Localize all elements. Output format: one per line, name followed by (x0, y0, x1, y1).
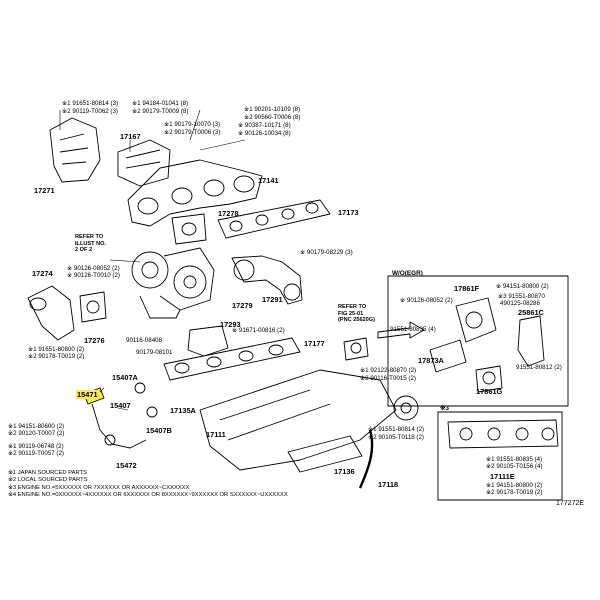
tube-17118 (358, 429, 374, 489)
callout-90119-t0062: ※2 90119-T0062 (3) (62, 108, 118, 115)
refer-illust-line-2: ILLUST NO. (75, 240, 107, 247)
callout-inset-94151-80800: ※1 94151-80800 (2) (486, 482, 543, 489)
part-17167: 17167 (120, 132, 141, 141)
intake-manifold-17111 (199, 369, 397, 471)
gasket-17278 (171, 213, 207, 245)
footnote-2: ※2 LOCAL SOURCED PARTS (8, 477, 88, 483)
callout-91551-80835: 91551-80835 (4) (390, 326, 436, 333)
part-17861g: 17861G (476, 387, 503, 396)
callout-90125-08286: 490125-08286 (500, 300, 540, 307)
callout-90126-08052-egr: ※ 90126-08052 (2) (400, 297, 453, 304)
callout-94184-01041: ※1 94184-01041 (8) (132, 100, 189, 107)
part-15407: 15407 (110, 401, 131, 410)
bracket-25861C (517, 315, 545, 367)
part-17293: 17293 (220, 320, 241, 329)
part-17111: 17111 (206, 430, 226, 439)
refer-illust-note: REFER TO ILLUST NO. 2 OF 2 (75, 234, 106, 254)
refer-fig-line-2: FIG 25-01 (338, 310, 364, 317)
diagram-code: 177272E (556, 500, 585, 507)
part-17276: 17276 (84, 336, 105, 345)
part-17177: 17177 (304, 339, 325, 348)
callout-90387-10171: ※ 90387-10171 (8) (238, 122, 291, 129)
callout-91651-80814: ※1 91651-80814 (3) (62, 100, 119, 107)
callout-90116-08408: 90116-08408 (126, 337, 163, 344)
callout-90179-t0006: ※2 90179-T0006 (3) (164, 129, 221, 136)
callout-91651-80800: ※1 91651-80800 (2) (28, 346, 85, 353)
callout-94151-80800: ※ 94151-80800 (2) (496, 283, 549, 290)
variant-label: W/O(EGR) (392, 270, 423, 277)
gasket-17276 (79, 291, 107, 323)
callout-90201-10109: ※1 90201-10109 (8) (244, 106, 301, 113)
refer-illust-line-1: REFER TO (75, 234, 104, 240)
gasket-17861G (475, 365, 503, 393)
bracket-17293 (187, 325, 229, 357)
callout-90179-t0009: ※2 90179-T0009 (8) (132, 108, 189, 115)
callout-91551-80870: ※3 91551-80870 (498, 293, 545, 300)
callout-inset-91551-80835: ※1 91551-80835 (4) (486, 456, 543, 463)
gasket-17177 (163, 337, 301, 381)
callout-90116-t0015: ※2 90116-T0015 (2) (360, 375, 416, 382)
part-15407a: 15407A (112, 373, 138, 382)
part-17873a: 17873A (418, 356, 444, 365)
refer-illust-line-3: 2 OF 2 (75, 247, 93, 253)
part-15472: 15472 (116, 461, 137, 470)
oil-pipe-15472 (91, 403, 147, 449)
callout-90126-08052: ※ 90126-08052 (2) (67, 265, 120, 272)
callout-90119-06748: ※1 90119-06748 (2) (8, 443, 64, 450)
pipe-17873A (429, 339, 467, 373)
callout-91671-00816: ※ 91671-00816 (2) (232, 327, 285, 334)
exhaust-manifold-17141 (127, 159, 263, 227)
part-17111e: 17111E (490, 472, 515, 481)
heat-insulator-17271 (49, 117, 101, 183)
part-17271: 17271 (34, 186, 55, 195)
refer-fig-line-3: (PNC 25620G) (338, 317, 375, 323)
callout-90126-10034: ※ 90126-10034 (8) (238, 130, 291, 137)
part-17118: 17118 (378, 480, 399, 489)
callout-92122-80870: ※1 92122-80870 (2) (360, 367, 417, 374)
callout-90105-t0118: ※2 90105-T0118 (2) (368, 434, 424, 441)
pipe-17274 (27, 285, 75, 341)
part-17173: 17173 (338, 208, 359, 217)
callout-inset-90178-t0019: ※2 90178-T0019 (2) (486, 489, 543, 496)
part-17861f: 17861F (454, 284, 480, 293)
callout-90120-t0007: ※2 90120-T0007 (2) (8, 430, 65, 437)
part-17141: 17141 (258, 176, 279, 185)
callout-94151-80600: ※1 94151-80600 (2) (8, 423, 65, 430)
part-25861c: 25861C (518, 308, 544, 317)
cover-17136 (287, 435, 363, 473)
exhaust-elbow (231, 255, 303, 305)
footnote-3: ※3 ENGINE NO.=5XXXXXX OR 7XXXXXX OR AXXX… (8, 485, 190, 491)
turbocharger (131, 251, 169, 289)
part-17278: 17278 (218, 209, 239, 218)
part-15407b: 15407B (146, 426, 172, 435)
gasket-17173 (217, 199, 331, 239)
callout-90179-08229: ※ 90179-08229 (3) (300, 249, 353, 256)
footnote-4: ※4 ENGINE NO.=0XXXXXX~4XXXXXX OR 6XXXXXX… (8, 492, 288, 498)
inset-gasket (447, 419, 559, 449)
part-17279: 17279 (232, 301, 253, 310)
part-17291: 17291 (262, 295, 283, 304)
egr-valve-17861F (455, 297, 497, 343)
refer-fig-line-1: REFER TO (338, 304, 367, 310)
callout-91551-80814: ※1 91551-80814 (2) (368, 426, 425, 433)
part-15471-label: 15471 (76, 390, 99, 399)
callout-91551-80812: 91551-80812 (2) (516, 364, 562, 371)
part-17135a: 17135A (170, 406, 196, 415)
part-15471: 15471 (76, 390, 99, 399)
callout-90560-t0006: ※2 90560-T0006 (8) (244, 114, 301, 121)
callout-90119-t0057: ※2 90119-T0057 (2) (8, 450, 64, 457)
inset-mark: ※3 (440, 405, 449, 412)
callout-90179-10070: ※1 90179-10070 (3) (164, 121, 221, 128)
refer-fig-note: REFER TO FIG 25-01 (PNC 25620G) (338, 304, 375, 324)
footnote-1: ※1 JAPAN SOURCED PARTS (8, 470, 87, 476)
heat-insulator-17167 (117, 139, 171, 187)
part-17274: 17274 (32, 269, 53, 278)
part-17136: 17136 (334, 467, 355, 476)
callout-90178-t0019: ※2 90178-T0019 (2) (28, 353, 85, 360)
callout-90126-t0010: ※ 90126-T0010 (2) (67, 272, 120, 279)
callout-inset-90105-t0156: ※2 90105-T0156 (4) (486, 463, 543, 470)
callout-90179-08101: 90179-08101 (136, 349, 173, 356)
